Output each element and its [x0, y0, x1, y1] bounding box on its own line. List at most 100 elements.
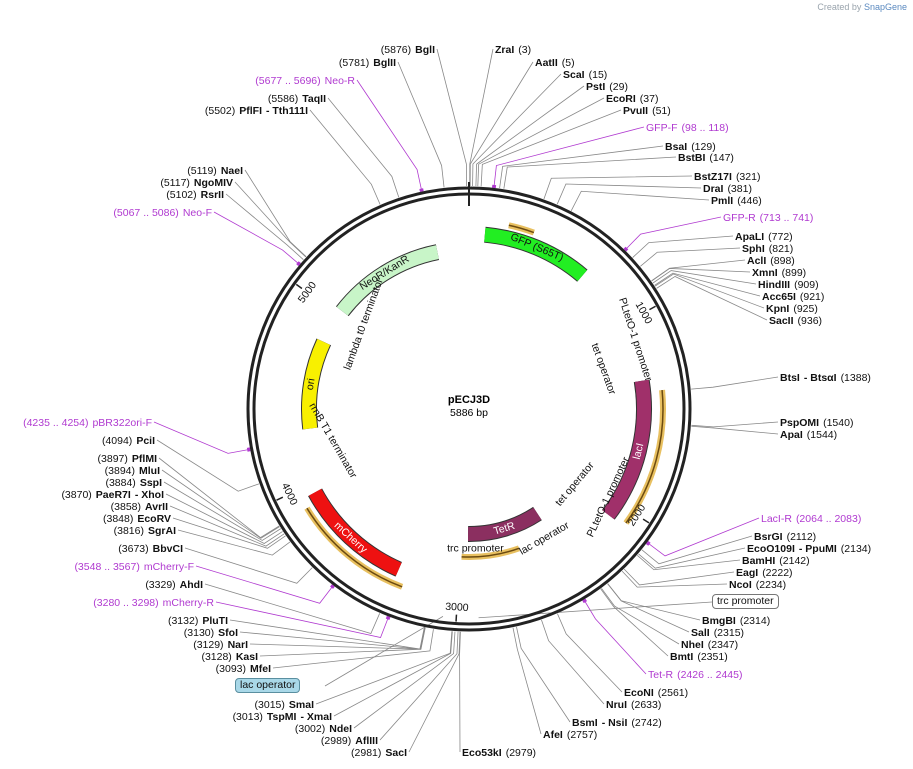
- site-label[interactable]: EcoRI(37): [606, 93, 658, 105]
- site-label[interactable]: (3093)MfeI: [216, 663, 271, 675]
- primer-label[interactable]: (4235 .. 4254)pBR322ori-F: [23, 417, 152, 429]
- leader-line: [169, 505, 285, 547]
- tick-label: 4000: [279, 481, 300, 507]
- site-label[interactable]: AfeI(2757): [543, 729, 597, 741]
- credit-brand: SnapGene: [863, 2, 907, 12]
- site-label[interactable]: PspOMI(1540): [780, 417, 853, 429]
- site-label[interactable]: ApaI(1544): [780, 429, 837, 441]
- site-label[interactable]: NruI(2633): [606, 699, 661, 711]
- site-label[interactable]: NheI(2347): [681, 639, 738, 651]
- site-label[interactable]: (5781)BglII: [339, 57, 396, 69]
- plasmid-name: pECJ3D: [448, 394, 490, 406]
- leader-line: [353, 631, 456, 729]
- site-label[interactable]: (3816)SgrAI: [114, 525, 176, 537]
- site-label[interactable]: (5586)TaqII: [268, 93, 326, 105]
- site-label[interactable]: (5502)PflFI- Tth111I: [205, 105, 308, 117]
- trc-promoter-tag[interactable]: trc promoter: [712, 594, 779, 609]
- site-label[interactable]: BamHI(2142): [742, 555, 810, 567]
- site-label[interactable]: BtsI- BtsαI(1388): [780, 372, 871, 384]
- site-label[interactable]: SalI(2315): [691, 627, 744, 639]
- site-label[interactable]: (5117)NgoMIV: [160, 177, 233, 189]
- feature-gfp-s65t-[interactable]: [484, 227, 587, 282]
- site-label[interactable]: AclI(898): [747, 255, 795, 267]
- site-label[interactable]: PvuII(51): [623, 105, 671, 117]
- site-label[interactable]: (2981)SacI: [351, 747, 407, 759]
- site-label[interactable]: BstZ17I(321): [694, 171, 760, 183]
- site-label[interactable]: EcoO109I- PpuMI(2134): [747, 543, 871, 555]
- site-label[interactable]: (3884)SspI: [105, 477, 162, 489]
- site-label[interactable]: (3329)AhdI: [145, 579, 203, 591]
- site-label[interactable]: (5119)NaeI: [187, 165, 243, 177]
- feature-mcherry[interactable]: [308, 488, 402, 576]
- inner-feature-label: tet operator: [589, 342, 619, 397]
- feature-label: TetR: [492, 520, 516, 538]
- primer-label[interactable]: GFP-R(713 .. 741): [723, 212, 813, 224]
- feature-neor-kanr[interactable]: [336, 245, 439, 316]
- site-label[interactable]: BsrGI(2112): [754, 531, 816, 543]
- site-label[interactable]: EcoNI(2561): [624, 687, 688, 699]
- feature-ori[interactable]: [302, 338, 331, 430]
- primer-label[interactable]: Tet-R(2426 .. 2445): [648, 669, 742, 681]
- site-label[interactable]: (3848)EcoRV: [103, 513, 171, 525]
- site-label[interactable]: PmlI(446): [711, 195, 762, 207]
- site-label[interactable]: (3858)AvrII: [111, 501, 168, 513]
- site-label[interactable]: BsaI(129): [665, 141, 716, 153]
- site-label[interactable]: EagI(2222): [736, 567, 793, 579]
- site-label[interactable]: KpnI(925): [766, 303, 818, 315]
- site-label[interactable]: AatII(5): [535, 57, 575, 69]
- site-label[interactable]: (4094)PciI: [102, 435, 155, 447]
- primer-label[interactable]: LacI-R(2064 .. 2083): [761, 513, 861, 525]
- site-label[interactable]: PstI(29): [586, 81, 628, 93]
- primer-mark: [645, 540, 651, 546]
- leader-line: [607, 583, 690, 633]
- site-label[interactable]: BsmI- NsiI(2742): [572, 717, 662, 729]
- site-label[interactable]: DraI(381): [703, 183, 752, 195]
- site-label[interactable]: (3129)NarI: [193, 639, 248, 651]
- site-label[interactable]: Eco53kI(2979): [462, 747, 536, 759]
- site-label[interactable]: (3002)NdeI: [295, 723, 352, 735]
- site-label[interactable]: SphI(821): [742, 243, 793, 255]
- leader-line: [161, 469, 280, 539]
- site-label[interactable]: BmtI(2351): [670, 651, 728, 663]
- site-label[interactable]: Acc65I(921): [762, 291, 824, 303]
- site-label[interactable]: (3894)MluI: [105, 465, 160, 477]
- site-label[interactable]: ZraI(3): [495, 44, 531, 56]
- site-label[interactable]: (3015)SmaI: [255, 699, 315, 711]
- site-label[interactable]: BstBI(147): [678, 152, 734, 164]
- site-label[interactable]: HindIII(909): [758, 279, 819, 291]
- site-label[interactable]: ScaI(15): [563, 69, 607, 81]
- feature-tetr[interactable]: [467, 507, 542, 541]
- primer-label[interactable]: (3548 .. 3567)mCherry-F: [74, 561, 194, 573]
- site-label[interactable]: (3128)KasI: [201, 651, 258, 663]
- site-label[interactable]: (3673)BbvCI: [118, 543, 183, 555]
- primer-label[interactable]: (3280 .. 3298)mCherry-R: [93, 597, 214, 609]
- leader-line: [647, 517, 760, 557]
- site-label[interactable]: (3132)PluTI: [168, 615, 228, 627]
- promoter-arc: [508, 224, 535, 234]
- leader-line: [652, 270, 757, 285]
- site-label[interactable]: (3013)TspMI- XmaI: [233, 711, 333, 723]
- lac-operator-tag[interactable]: lac operator: [235, 678, 301, 693]
- site-label[interactable]: (3130)SfoI: [184, 627, 238, 639]
- site-label[interactable]: NcoI(2234): [729, 579, 786, 591]
- site-label[interactable]: (3870)PaeR7I- XhoI: [61, 489, 164, 501]
- primer-label[interactable]: GFP-F(98 .. 118): [646, 122, 729, 134]
- feature-laci[interactable]: [602, 379, 651, 520]
- site-label[interactable]: ApaLI(772): [735, 231, 793, 243]
- primer-label[interactable]: (5067 .. 5086)Neo-F: [113, 207, 212, 219]
- site-label[interactable]: XmnI(899): [752, 267, 806, 279]
- leader-line: [638, 547, 746, 569]
- leader-line: [397, 61, 445, 188]
- primer-label[interactable]: (5677 .. 5696)Neo-R: [255, 75, 355, 87]
- leader-line: [272, 629, 434, 669]
- site-label[interactable]: (5876)BglI: [381, 44, 435, 56]
- site-label[interactable]: (5102)RsrII: [166, 189, 224, 201]
- site-label[interactable]: BmgBI(2314): [702, 615, 770, 627]
- site-label[interactable]: (3897)PflMI: [98, 453, 158, 465]
- leader-line: [356, 79, 423, 192]
- site-label[interactable]: (2989)AflIII: [321, 735, 378, 747]
- site-label[interactable]: SacII(936): [769, 315, 822, 327]
- tick-label: 5000: [296, 279, 319, 305]
- leader-line: [184, 547, 313, 584]
